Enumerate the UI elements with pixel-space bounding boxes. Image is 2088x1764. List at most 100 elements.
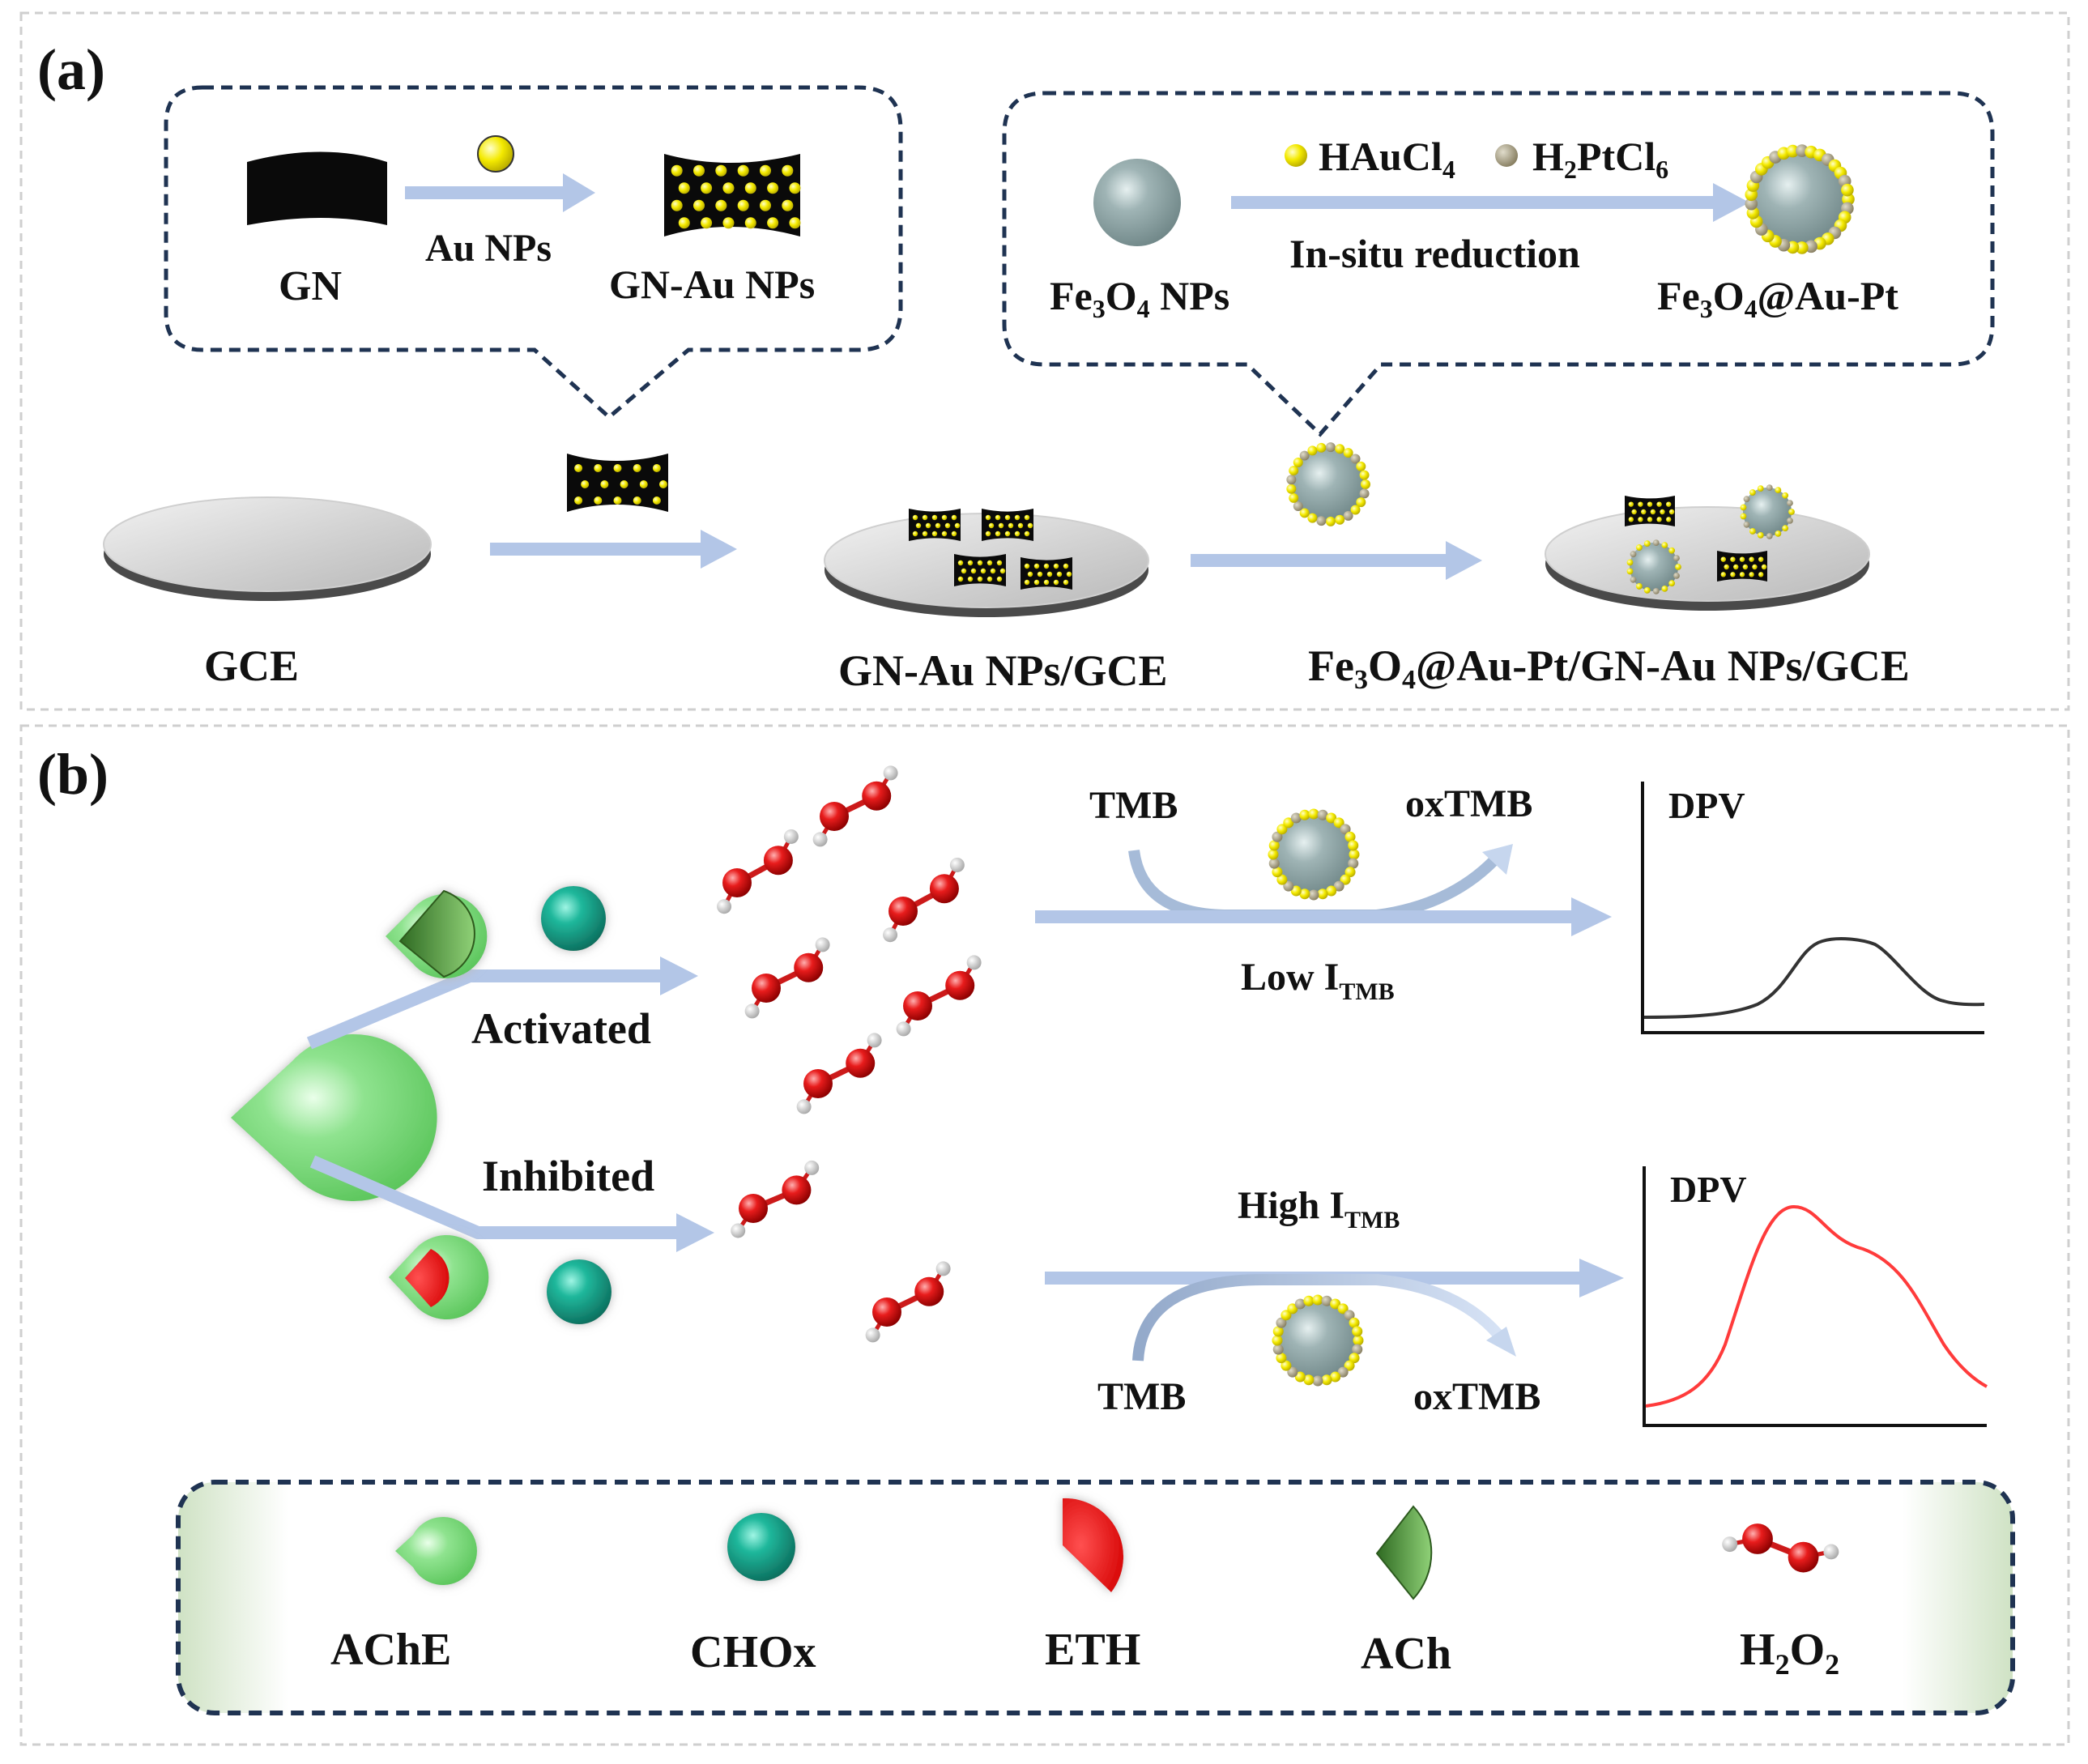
pt-dot bbox=[1673, 555, 1680, 562]
au-dot bbox=[678, 182, 690, 194]
oxygen-atom bbox=[803, 1069, 833, 1098]
au-dot bbox=[1294, 1371, 1306, 1383]
fe3o4-au-pt-catalyst-lower bbox=[1272, 1294, 1364, 1387]
au-dot bbox=[1749, 556, 1754, 562]
au-dot bbox=[1008, 522, 1014, 529]
au-dot bbox=[1349, 1317, 1360, 1328]
au-dot bbox=[1628, 501, 1634, 507]
au-dot bbox=[1066, 571, 1072, 577]
pt-dot bbox=[1352, 1344, 1363, 1355]
au-dot bbox=[1788, 509, 1795, 515]
oxtmb-label-upper: oxTMB bbox=[1405, 782, 1532, 825]
fe3o4-au-pt-small-icon bbox=[1286, 442, 1370, 526]
au-dot bbox=[990, 568, 996, 574]
au-dot bbox=[789, 217, 801, 229]
au-dot bbox=[1043, 579, 1050, 586]
pt-dot bbox=[1299, 450, 1310, 461]
au-dot bbox=[1720, 556, 1726, 562]
au-dot bbox=[1739, 572, 1745, 577]
au-dot bbox=[1330, 1298, 1341, 1310]
au-dot bbox=[1661, 542, 1668, 549]
au-dot bbox=[581, 480, 590, 488]
au-dot bbox=[1343, 448, 1353, 458]
au-dot bbox=[1668, 509, 1675, 515]
hydrogen-atom bbox=[812, 832, 828, 847]
au-dot bbox=[722, 217, 735, 229]
au-dot bbox=[922, 530, 928, 537]
au-dot bbox=[1053, 579, 1059, 586]
au-dot bbox=[1758, 556, 1764, 562]
oxygen-atom bbox=[846, 1048, 876, 1078]
au-dot bbox=[1283, 817, 1294, 829]
hydrogen-atom bbox=[865, 1327, 880, 1343]
au-dot bbox=[1638, 501, 1643, 507]
au-dot bbox=[951, 530, 957, 537]
arrow-inhibited-branch bbox=[309, 1155, 714, 1252]
panel-b-label: (b) bbox=[37, 742, 109, 807]
gn-au-nps-label: GN-Au NPs bbox=[609, 262, 815, 307]
pt-dot bbox=[1630, 551, 1637, 558]
au-dot bbox=[1720, 572, 1726, 577]
au-dot bbox=[985, 530, 991, 537]
au-dot bbox=[1307, 513, 1318, 523]
au-dot bbox=[1272, 1326, 1284, 1337]
au-dot bbox=[1037, 571, 1043, 577]
low-itmb-label: Low ITMB bbox=[1241, 956, 1395, 1005]
au-dot bbox=[1775, 530, 1782, 537]
au-dot bbox=[1749, 528, 1756, 535]
pt-dot bbox=[1290, 812, 1302, 824]
au-dot bbox=[1626, 559, 1634, 566]
au-dot bbox=[1782, 492, 1789, 499]
au-dot bbox=[1276, 824, 1288, 835]
au-dot bbox=[1337, 1303, 1349, 1314]
pt-dot bbox=[1359, 488, 1370, 499]
hydrogen-atom bbox=[804, 1160, 820, 1175]
pt-dot bbox=[1272, 831, 1283, 842]
h2ptcl6-label: H2PtCl6 bbox=[1532, 134, 1668, 184]
legend-box bbox=[176, 1480, 2015, 1715]
gn-au-sheet-mini bbox=[1717, 551, 1767, 582]
au-dot bbox=[1014, 514, 1021, 521]
disk-final-items bbox=[1625, 484, 1795, 594]
au-dot bbox=[999, 568, 1006, 574]
au-dot bbox=[1335, 444, 1345, 454]
pt-dot bbox=[1308, 889, 1319, 901]
inhibited-label: Inhibited bbox=[482, 1152, 654, 1200]
au-dot bbox=[1647, 517, 1653, 522]
au-dot bbox=[701, 182, 713, 194]
pt-dot bbox=[1745, 197, 1758, 211]
gce-electrode bbox=[103, 496, 432, 601]
au-dot bbox=[1786, 144, 1800, 158]
au-dot bbox=[1299, 888, 1310, 900]
au-dot bbox=[613, 464, 622, 472]
au-dot bbox=[1046, 571, 1053, 577]
pt-dot bbox=[1766, 532, 1773, 539]
au-dot bbox=[967, 560, 974, 566]
pt-dot bbox=[1276, 1317, 1287, 1328]
au-dot bbox=[1643, 586, 1651, 594]
au-dot bbox=[1758, 572, 1764, 577]
au-dot bbox=[1272, 1335, 1283, 1346]
au-dot bbox=[1017, 522, 1024, 529]
pt-dot bbox=[1286, 475, 1297, 485]
au-dot bbox=[658, 480, 667, 488]
au-dot bbox=[1289, 492, 1299, 503]
pt-dot bbox=[1343, 510, 1353, 521]
au-dot bbox=[1661, 585, 1668, 592]
hydrogen-atom bbox=[783, 829, 799, 844]
activated-label: Activated bbox=[471, 1004, 651, 1053]
au-dot bbox=[980, 568, 986, 574]
au-dot bbox=[1739, 556, 1745, 562]
hydrogen-atom bbox=[744, 1003, 760, 1019]
oxygen-atom bbox=[888, 897, 918, 926]
au-dot bbox=[957, 560, 964, 566]
au-dot bbox=[652, 464, 661, 472]
oxygen-atom bbox=[872, 1297, 901, 1327]
au-dot bbox=[1024, 530, 1030, 537]
au-dot bbox=[1027, 571, 1033, 577]
au-dot bbox=[1647, 501, 1653, 507]
au-dot bbox=[1299, 508, 1310, 518]
oxygen-atom bbox=[739, 1194, 768, 1223]
au-dot bbox=[996, 560, 1003, 566]
